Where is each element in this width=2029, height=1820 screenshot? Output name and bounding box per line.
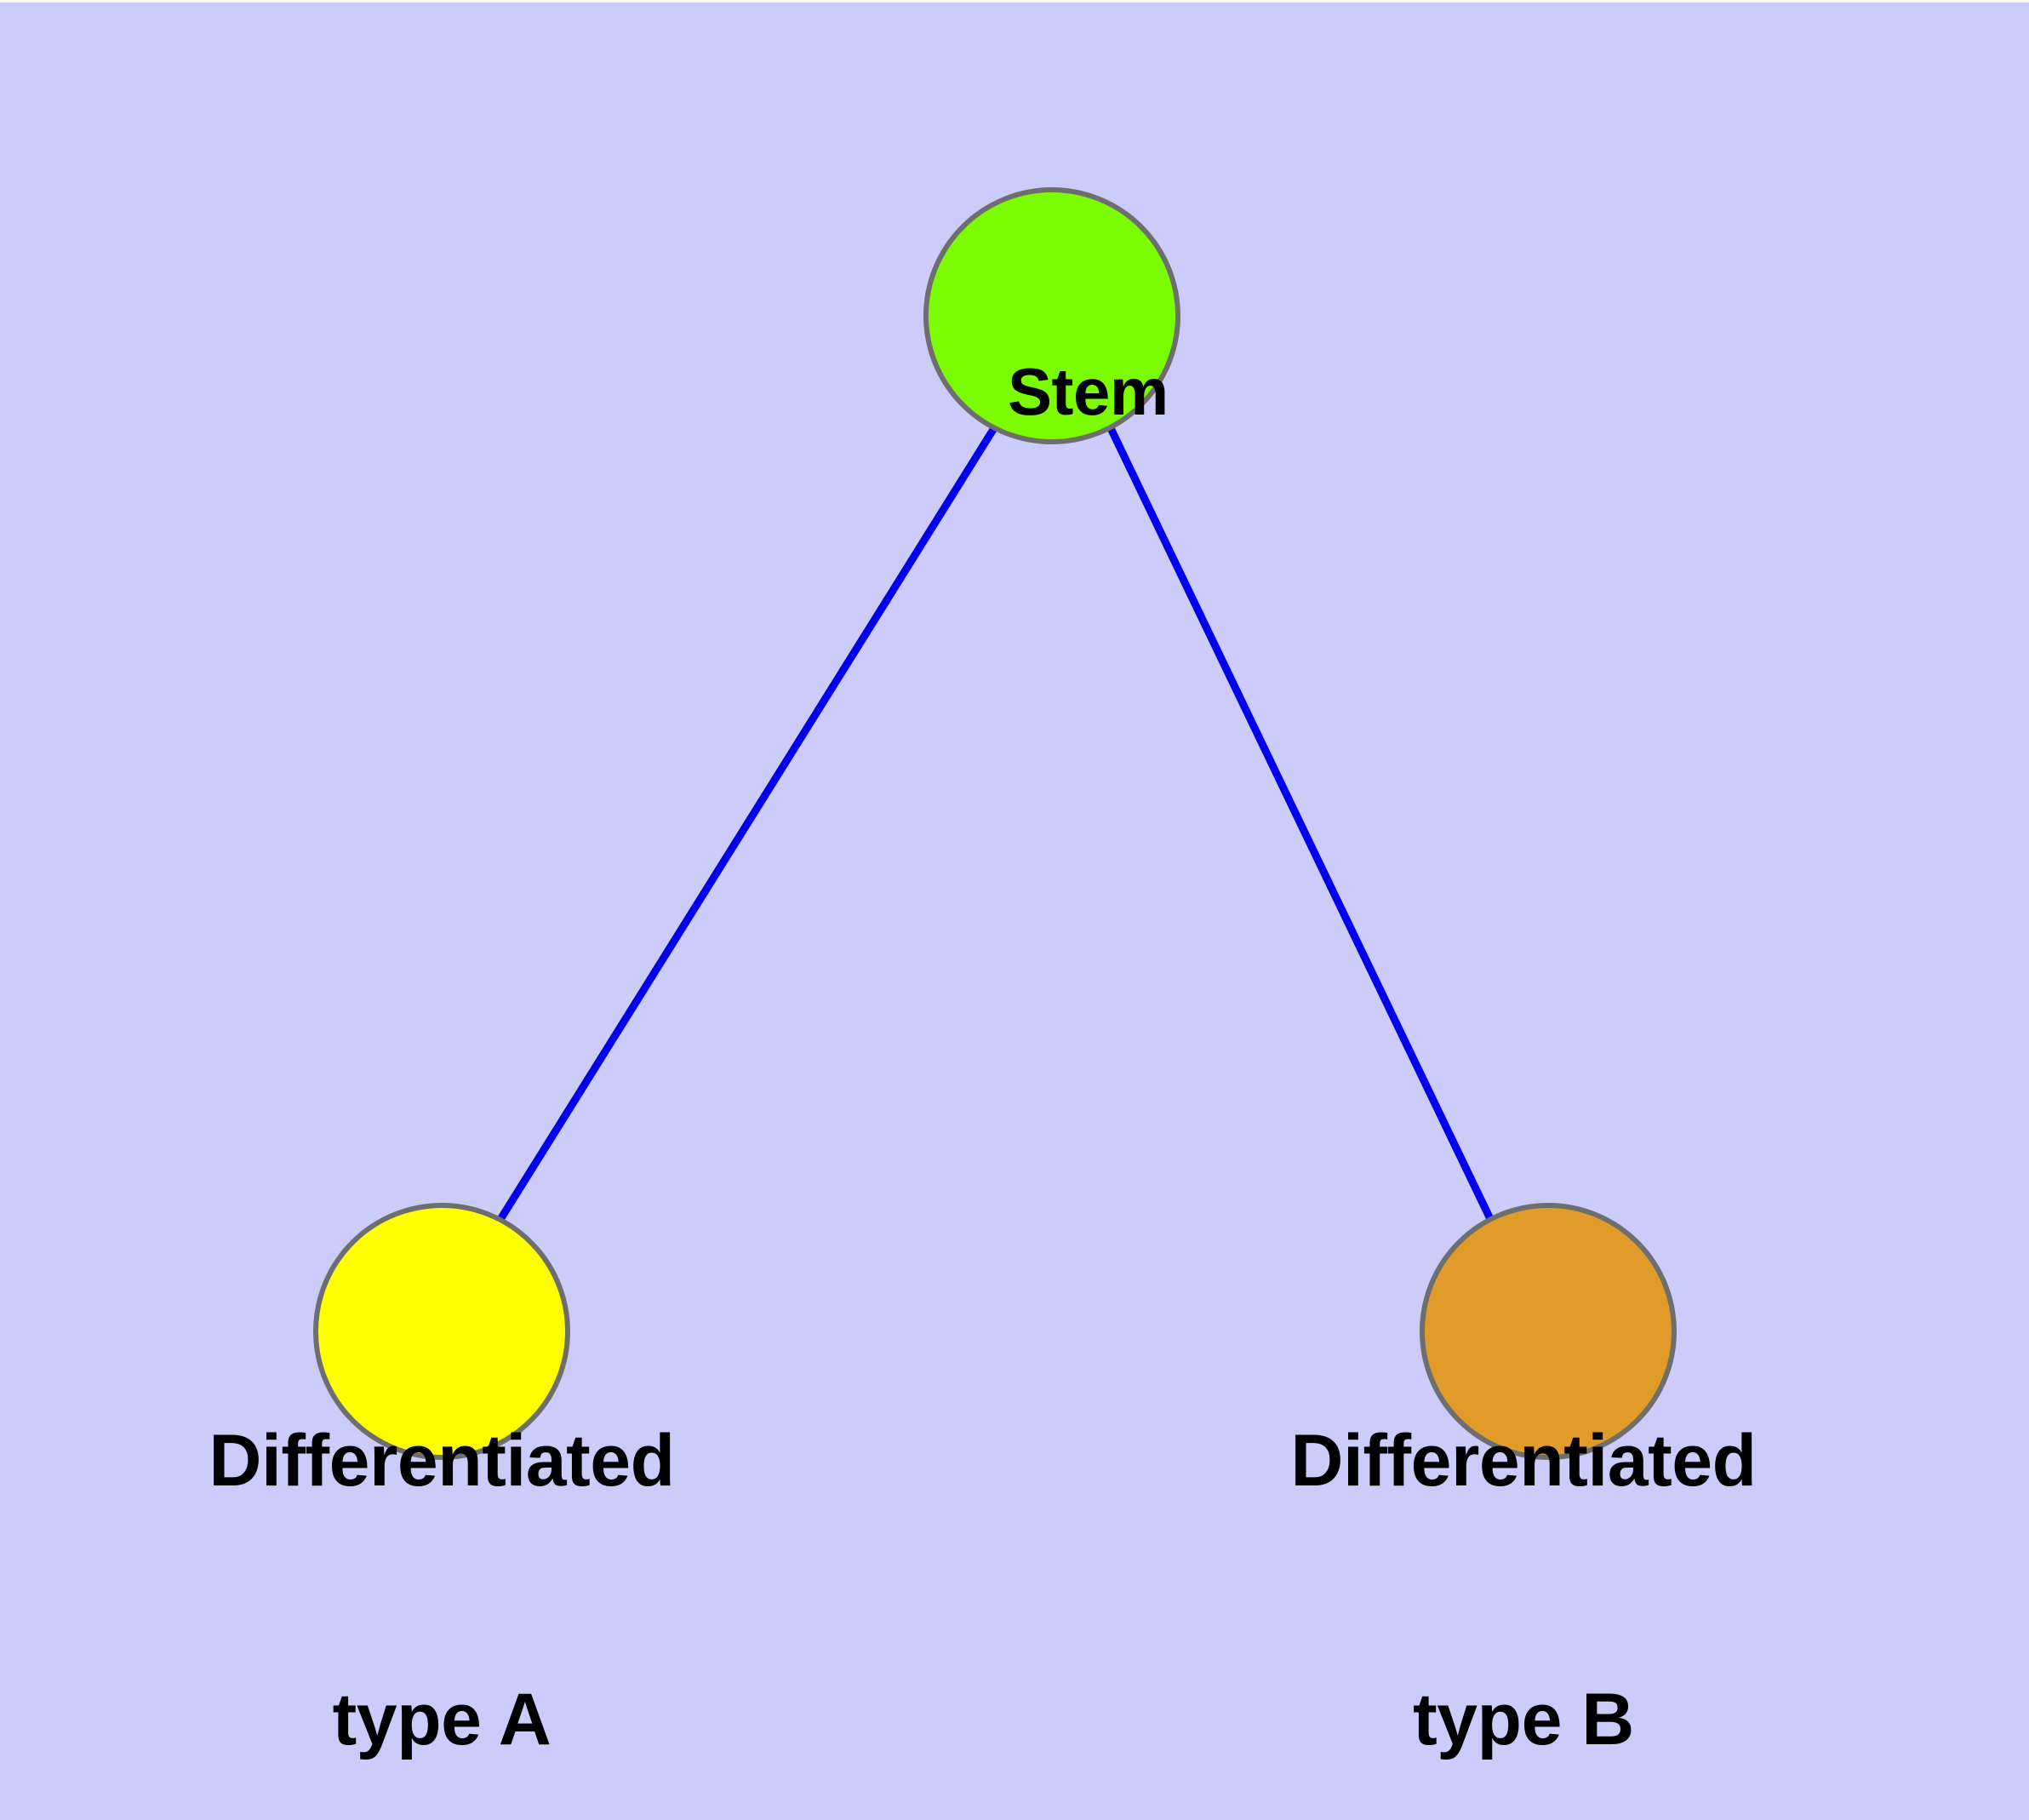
edge-stem-to-type-b xyxy=(1106,424,1495,1225)
canvas-top-border xyxy=(0,0,2029,3)
node-circle-differentiated-type-b[interactable] xyxy=(1420,1203,1677,1460)
node-circle-stem[interactable] xyxy=(923,187,1180,444)
edge-stem-to-type-a xyxy=(495,424,998,1225)
node-circle-differentiated-type-a[interactable] xyxy=(313,1203,570,1460)
node-layer xyxy=(313,187,1677,1460)
edge-layer xyxy=(495,424,1495,1225)
